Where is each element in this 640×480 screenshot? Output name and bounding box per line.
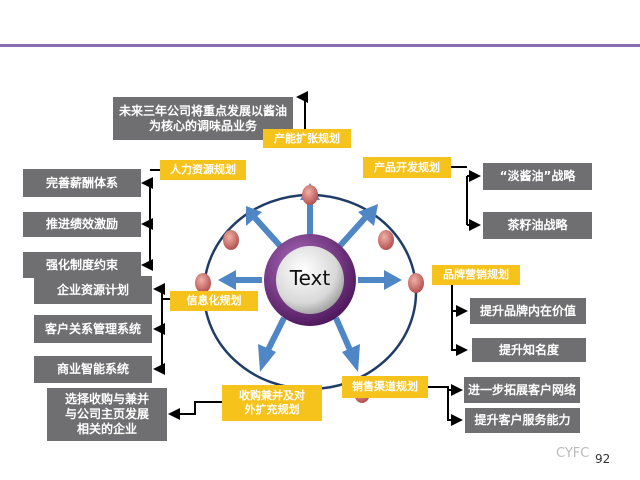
arrows [218,183,402,372]
capacity-label: 产能扩张规划 [263,129,351,148]
it-item-1: 企业资源计划 [34,276,152,304]
arrow-downleft-icon [258,316,287,372]
arrow-downright-icon [333,316,360,372]
product-label: 产品开发规划 [363,157,451,178]
arrow-right-icon [358,270,402,290]
ma-item-1: 选择收购与兼并与公司主页发展相关的企业 [47,388,167,441]
connectors [141,91,481,426]
hr-item-3: 强化制度约束 [23,252,141,278]
it-label: 信息化规划 [170,291,258,311]
brand-item-1: 提升品牌内在价值 [470,298,586,324]
brand-item-2: 提升知名度 [472,338,586,362]
watermark: CYFC [556,446,590,461]
hr-item-2: 推进绩效激励 [23,212,141,237]
arrow-upleft-icon [246,206,285,251]
center-text: Text [289,266,331,290]
it-item-3: 商业智能系统 [34,356,152,383]
it-item-2: 客户关系管理系统 [34,315,152,343]
arrow-upright-icon [335,204,378,251]
arrow-left-icon [218,270,262,290]
product-item-2: 茶籽油战略 [483,212,592,239]
center-disc [276,246,344,314]
ma-label: 收购兼并及对外扩充规划 [222,385,322,421]
page-number: 92 [595,452,611,466]
sales-item-2: 提升客户服务能力 [465,408,580,433]
product-item-1: “淡酱油”战略 [483,163,592,190]
sales-item-1: 进一步拓展客户网络 [464,377,580,403]
brand-label: 品牌营销规划 [432,265,520,285]
sales-label: 销售渠道规划 [342,376,428,398]
hr-item-1: 完善薪酬体系 [23,169,141,197]
header-divider [0,44,640,47]
hr-label: 人力资源规划 [160,160,246,180]
